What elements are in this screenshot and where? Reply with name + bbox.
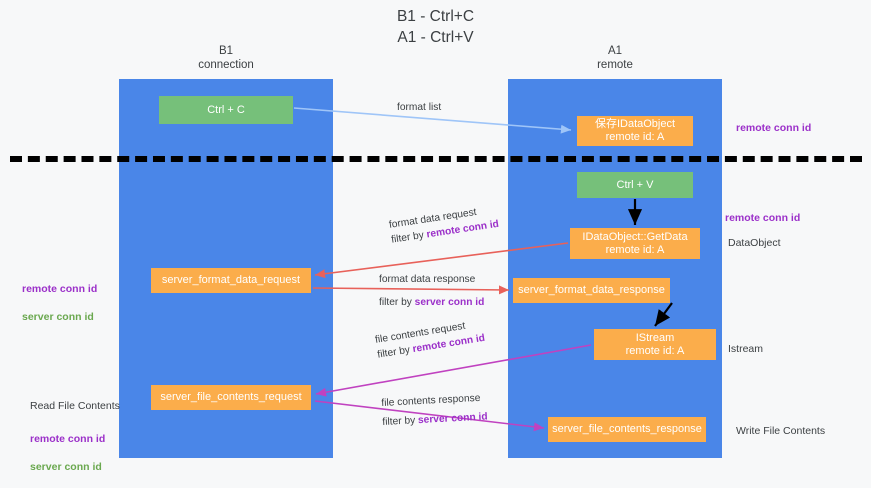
filter-prefix: filter by [390, 229, 428, 246]
filter-prefix: filter by [379, 297, 415, 308]
annotation-remote-conn-id-2: remote conn id [30, 433, 106, 445]
edge-label-format-list: format list [397, 102, 442, 113]
annotation-remote-conn-id-top: remote conn id [736, 122, 812, 134]
node-server-format-data-request[interactable]: server_format_data_request [151, 268, 311, 293]
node-server-format-data-response[interactable]: server_format_data_response [513, 278, 670, 303]
edge-label-format-data-response: format data response filter by server co… [379, 272, 484, 310]
node-server-file-contents-response[interactable]: server_file_contents_response [548, 417, 706, 442]
edge-label-format-data-response-title: format data response [379, 274, 476, 285]
annotation-server-conn-id-2: server conn id [30, 461, 102, 473]
column-header-a1: A1 remote [597, 45, 633, 71]
annotation-dataobject: DataObject [728, 237, 781, 249]
edge-label-format-data-response-filter: filter by server conn id [379, 295, 484, 310]
filter-prefix: filter by [382, 415, 419, 428]
annotation-remote-conn-id: remote conn id [22, 283, 98, 295]
edge-label-format-data-request: format data request filter by remote con… [388, 202, 500, 248]
phase-divider [10, 156, 862, 162]
edge-label-file-contents-response-title: file contents response [381, 392, 481, 409]
edge-label-file-contents-response: file contents response filter by server … [381, 390, 488, 429]
node-idataobject-getdata[interactable]: IDataObject::GetData remote id: A [570, 228, 700, 259]
filter-key: server conn id [417, 411, 488, 427]
page-title: B1 - Ctrl+C A1 - Ctrl+V [396, 8, 475, 46]
filter-prefix: filter by [376, 344, 414, 361]
node-server-file-contents-request[interactable]: server_file_contents_request [151, 385, 311, 410]
filter-key: server conn id [414, 297, 485, 308]
diagram-canvas: B1 - Ctrl+C A1 - Ctrl+V B1 connection A1… [10, 8, 862, 473]
edge-label-file-contents-request: file contents request filter by remote c… [374, 316, 486, 363]
annotation-write-file-contents: Write File Contents [736, 425, 826, 437]
node-ctrl-c[interactable]: Ctrl + C [159, 96, 293, 124]
edge-label-file-contents-response-filter: filter by server conn id [382, 409, 488, 429]
annotation-server-conn-id: server conn id [22, 311, 94, 323]
node-save-idataobject[interactable]: 保存IDataObject remote id: A [577, 116, 693, 146]
node-ctrl-v[interactable]: Ctrl + V [577, 172, 693, 198]
column-header-b1: B1 connection [198, 45, 254, 71]
node-istream[interactable]: IStream remote id: A [594, 329, 716, 360]
annotation-read-file-contents-group: Read File Contents remote conn id server… [30, 385, 120, 488]
annotation-read-file-contents: Read File Contents [30, 400, 120, 412]
annotation-istream: Istream [728, 343, 764, 355]
annotation-conn-ids-middle: remote conn id server conn id [22, 268, 97, 338]
annotation-remote-conn-id-mid: remote conn id [725, 212, 801, 224]
